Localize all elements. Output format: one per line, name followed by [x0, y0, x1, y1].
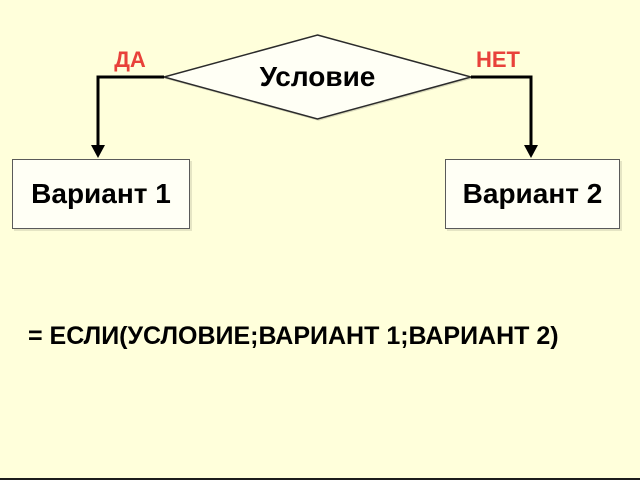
yes-branch-arrowhead-icon	[91, 145, 105, 158]
yes-branch-connector	[96, 75, 164, 147]
condition-diamond-shape	[161, 34, 474, 120]
no-branch-connector	[471, 75, 533, 147]
variant2-box-label: Вариант 2	[462, 178, 603, 209]
yes-branch-label: ДА	[114, 47, 146, 72]
no-branch-label: НЕТ	[476, 47, 520, 72]
if-formula-text: = ЕСЛИ(УСЛОВИЕ;ВАРИАНТ 1;ВАРИАНТ 2)	[28, 322, 559, 350]
variant1-box: Вариант 1	[12, 159, 190, 229]
no-branch-arrowhead-icon	[524, 145, 538, 158]
variant2-box: Вариант 2	[445, 159, 620, 229]
variant1-box-label: Вариант 1	[31, 178, 171, 209]
condition-diamond-label: Условие	[259, 61, 376, 92]
bottom-edge-divider	[0, 478, 640, 480]
